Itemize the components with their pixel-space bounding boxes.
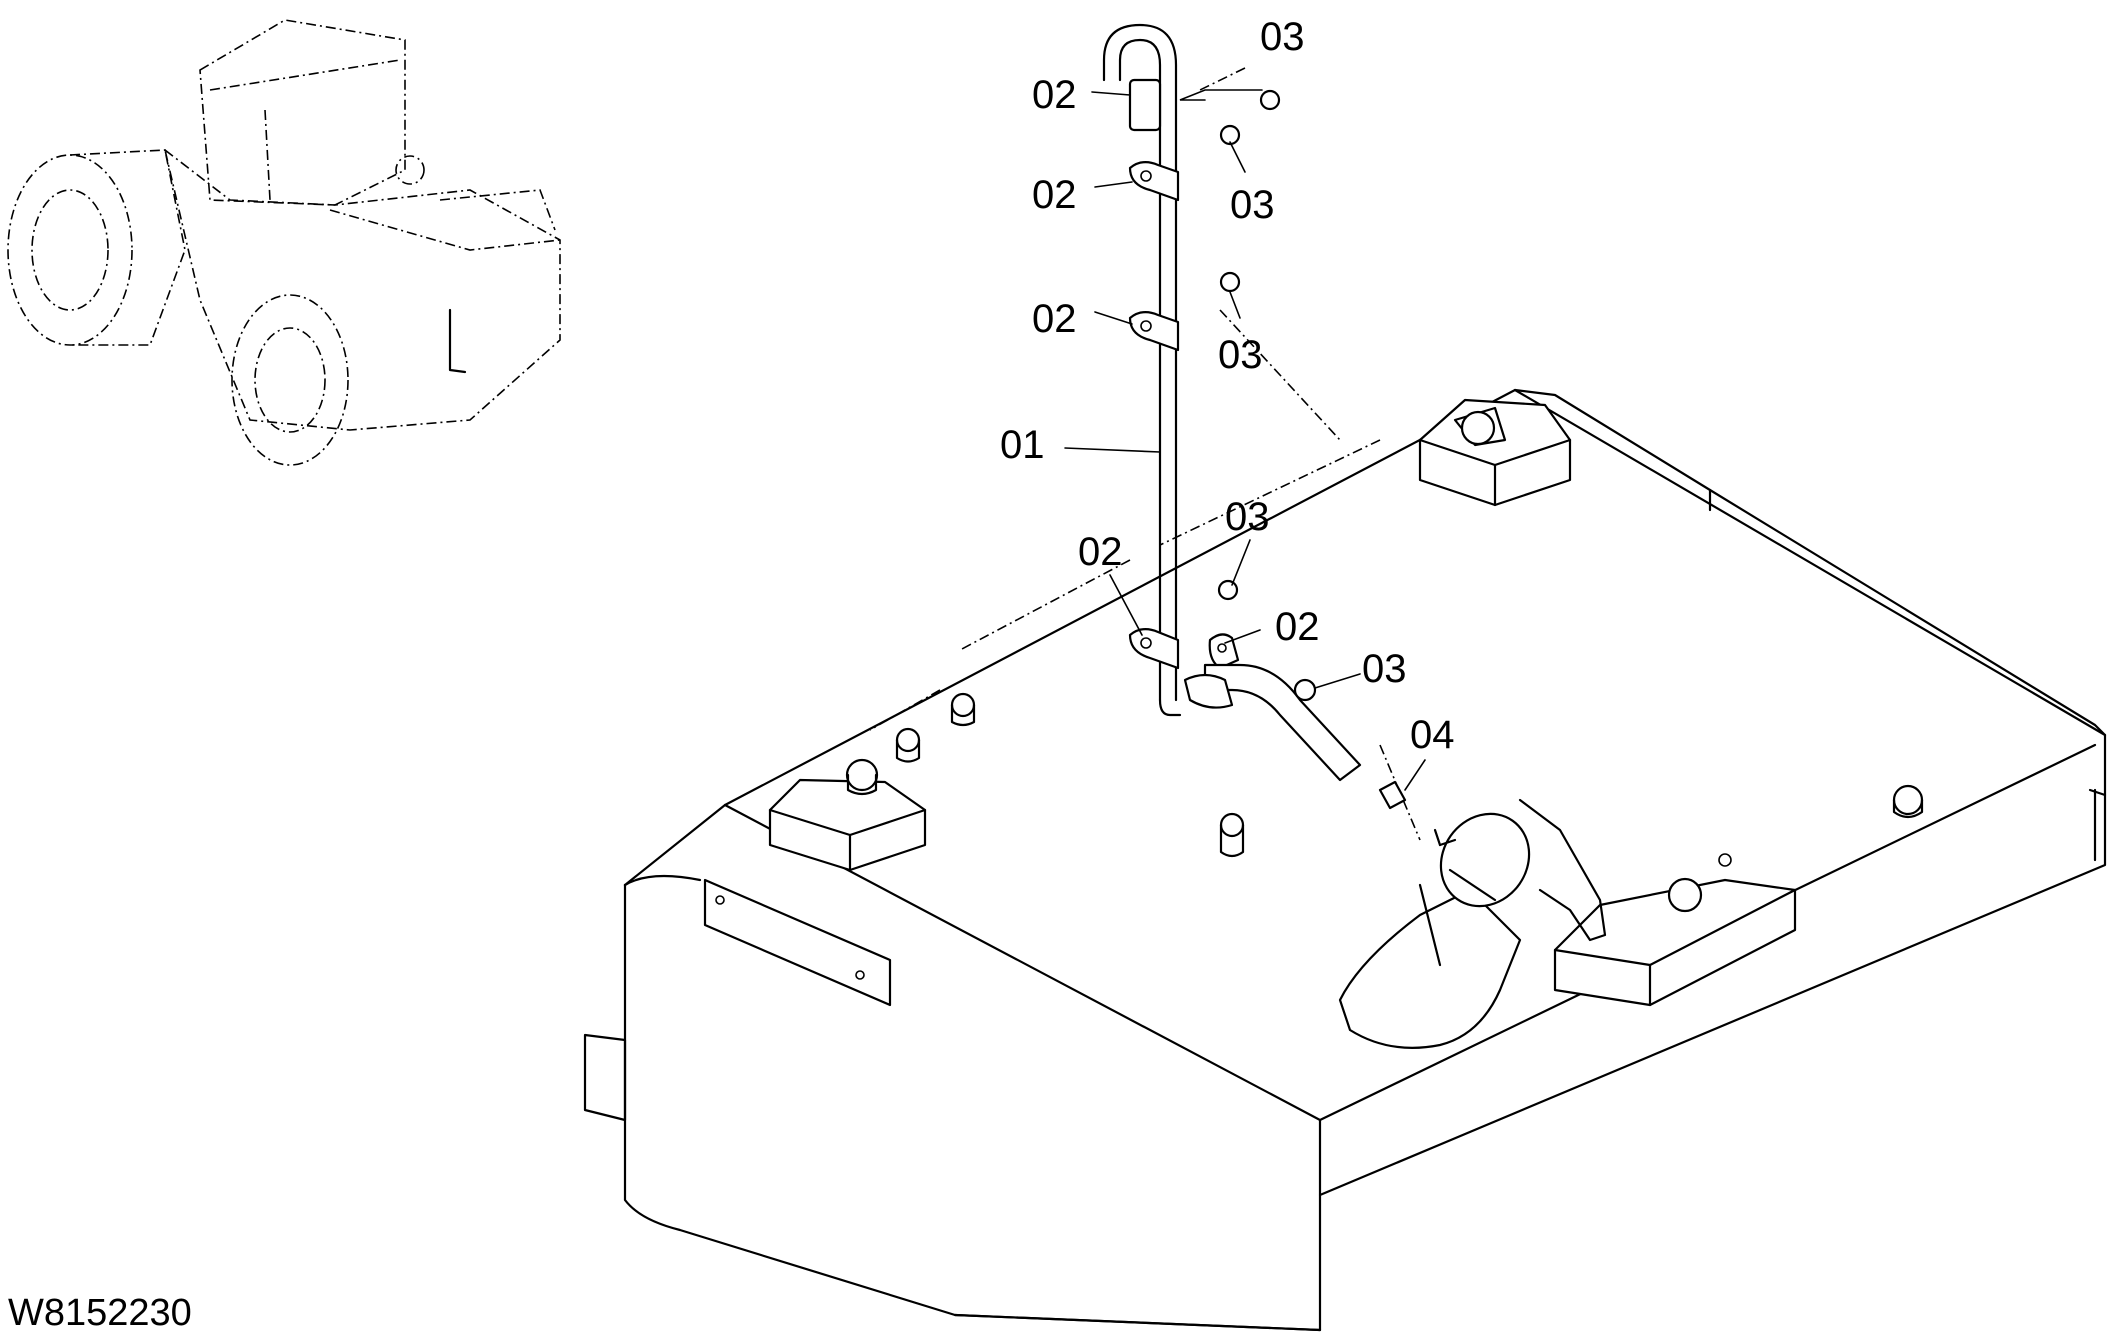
pipe-clamps (1128, 161, 1240, 670)
mount-pad-rear (1418, 398, 1572, 507)
callout-03-top: 03 (1260, 15, 1305, 59)
mount-pad-left (768, 758, 927, 872)
callout-02-d: 02 (1078, 530, 1123, 574)
leader-lines (1064, 89, 1426, 791)
callout-02-e: 02 (1275, 605, 1320, 649)
tank-bosses (895, 692, 1924, 858)
callout-labels: 03 02 02 03 02 03 01 03 02 02 03 04 (1000, 15, 1455, 757)
centerlines (869, 67, 1421, 841)
callout-01: 01 (1000, 423, 1045, 467)
callout-03-d: 03 (1225, 495, 1270, 539)
callout-02-c: 02 (1032, 297, 1077, 341)
machine-overview-inset (7, 19, 561, 466)
callout-03-c: 03 (1218, 333, 1263, 377)
callout-03-b: 03 (1230, 183, 1275, 227)
breather-pipe (1102, 23, 1182, 717)
callout-02-a: 02 (1032, 73, 1077, 117)
mount-pad-right (1553, 853, 1797, 1007)
drawing-number: W8152230 (8, 1292, 192, 1334)
fuel-tank (583, 388, 2107, 1332)
callout-02-b: 02 (1032, 173, 1077, 217)
callout-04: 04 (1410, 713, 1455, 757)
callout-03-e: 03 (1362, 647, 1407, 691)
breather-hose (1183, 663, 1362, 782)
filler-cap (1338, 798, 1607, 1049)
